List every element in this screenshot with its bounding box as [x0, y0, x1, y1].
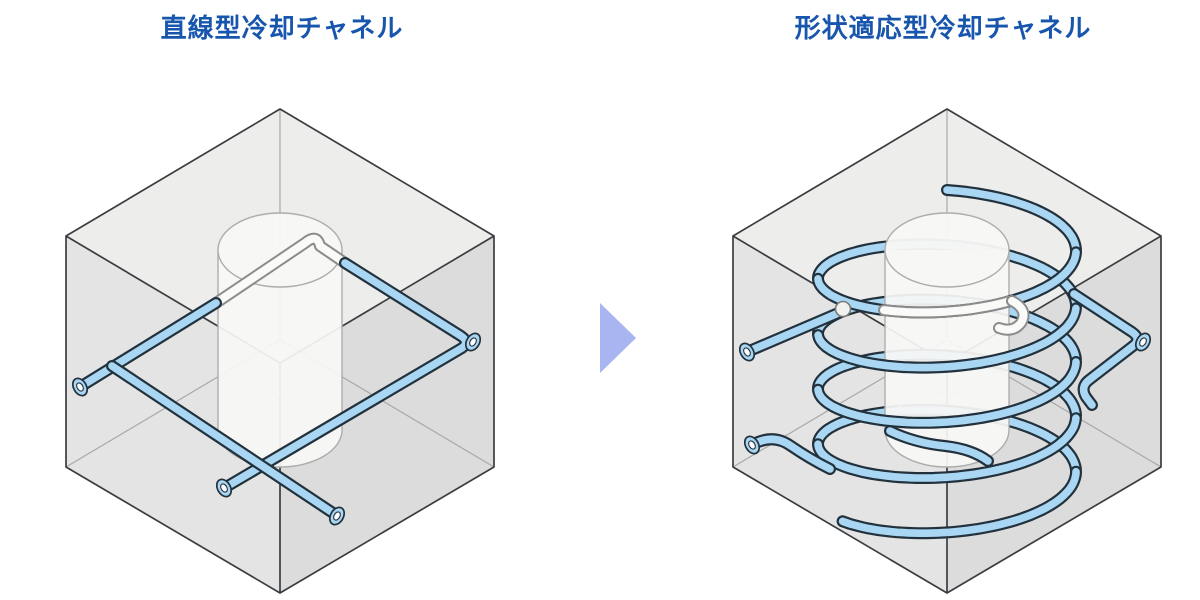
conformal-channel-figure — [732, 108, 1162, 594]
straight-pipes — [71, 232, 482, 526]
hidden-pipe-segment — [878, 295, 1030, 336]
channel-opening — [738, 342, 756, 362]
channel-opening — [1134, 332, 1152, 352]
channel-opening — [215, 478, 233, 498]
channel-opening — [71, 377, 89, 397]
channel-opening — [743, 435, 761, 455]
right-figure-title: 形状適応型冷却チャネル — [794, 13, 1092, 43]
core-cylinder — [884, 212, 1010, 468]
pipe-bend-end — [834, 300, 852, 318]
channel-opening — [328, 506, 346, 526]
straight-channel-figure — [65, 108, 495, 594]
channel-stubs — [738, 288, 1152, 475]
core-cylinder — [217, 212, 343, 468]
helix-pipe-extras — [884, 425, 994, 467]
channel-opening — [464, 332, 482, 352]
transform-arrow-icon — [600, 303, 636, 373]
left-figure-title: 直線型冷却チャネル — [160, 13, 404, 43]
